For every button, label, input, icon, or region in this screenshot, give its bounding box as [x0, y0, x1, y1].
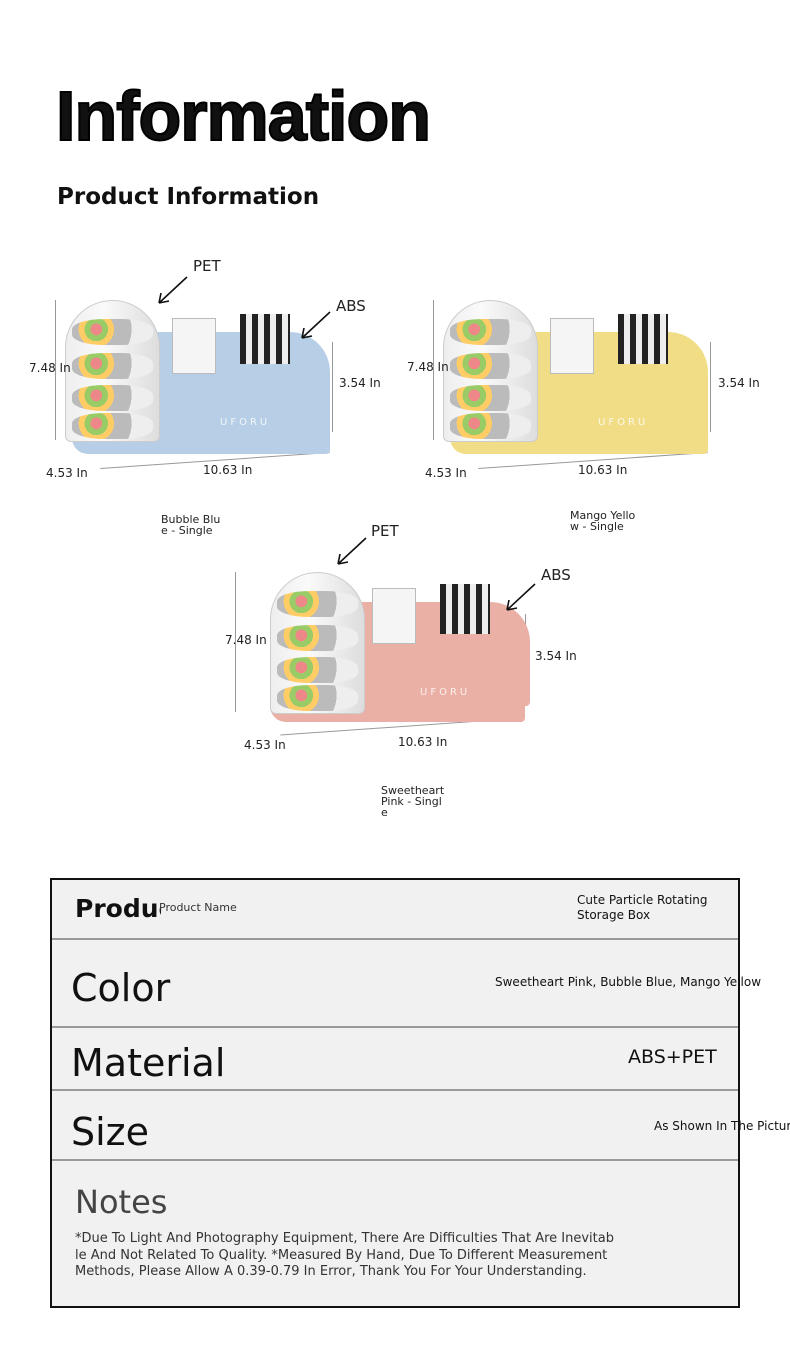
product-dome [65, 300, 160, 442]
material-label-abs: ABS [336, 297, 366, 315]
row-value: Cute Particle Rotating Storage Box [577, 893, 708, 922]
table-row-size: Size As Shown In The Picture [52, 1091, 790, 1161]
row-value: *Due To Light And Photography Equipment,… [75, 1231, 614, 1279]
arrow-icon [506, 583, 536, 611]
product-dome [443, 300, 538, 442]
tray-height-label: 3.54 In [339, 376, 381, 390]
product-caption: Sweetheart Pink - Single [381, 784, 445, 819]
material-label-pet: PET [371, 522, 399, 540]
arrow-icon [301, 311, 331, 339]
product-mango-yellow: UFORU 7.48 In 3.54 In 4.53 In 10.63 In M… [398, 250, 778, 550]
depth-label: 4.53 In [46, 466, 88, 480]
row-value: ABS+PET [628, 1046, 717, 1068]
table-row-color: Color Sweetheart Pink, Bubble Blue, Mang… [52, 940, 761, 1028]
arrow-icon [158, 276, 188, 304]
table-row-material: Material ABS+PET [52, 1028, 738, 1091]
row-value: As Shown In The Picture [654, 1119, 790, 1133]
dimension-line [235, 572, 236, 712]
width-label: 10.63 In [578, 463, 628, 477]
width-label: 10.63 In [398, 735, 448, 749]
page-title: Information [55, 76, 432, 156]
product-tray: UFORU [150, 314, 330, 436]
row-label: Color [71, 966, 171, 1010]
dimension-line [710, 342, 711, 432]
product-info-table: Product Name Product Name Cute Particle … [50, 878, 790, 1308]
width-label: 10.63 In [203, 463, 253, 477]
row-label-overlay: Product Name [159, 901, 237, 914]
product-caption: Bubble Blue - Single [161, 513, 221, 537]
arrow-icon [337, 537, 367, 565]
table-row-product-name: Product Name Product Name Cute Particle … [52, 880, 738, 940]
product-caption: Mango Yellow - Single [570, 509, 636, 533]
table-row-notes: Notes *Due To Light And Photography Equi… [52, 1161, 738, 1306]
depth-label: 4.53 In [425, 466, 467, 480]
depth-label: 4.53 In [244, 738, 286, 752]
row-label: Notes [75, 1183, 168, 1221]
material-label-pet: PET [193, 257, 221, 275]
tray-height-label: 3.54 In [535, 649, 577, 663]
row-label: Product Name [75, 894, 161, 923]
dimension-line [433, 300, 434, 440]
product-tray: UFORU [528, 314, 708, 436]
section-title: Product Information [57, 184, 320, 210]
row-value: Sweetheart Pink, Bubble Blue, Mango Yell… [495, 975, 762, 989]
product-dome [270, 572, 365, 714]
row-label: Material [71, 1041, 226, 1085]
height-label: 7.48 In [407, 360, 449, 374]
height-label: 7.48 In [225, 633, 267, 647]
height-label: 7.48 In [29, 361, 71, 375]
dimension-line [55, 300, 56, 440]
row-label: Size [71, 1110, 150, 1154]
product-tray: UFORU [350, 584, 530, 706]
product-bubble-blue: UFORU PET ABS 7.48 In 3.54 In 4.53 In 10… [20, 250, 400, 550]
product-sweetheart-pink: UFORU PET ABS 7.48 In 3.54 In 4.53 In 10… [200, 522, 580, 822]
tray-height-label: 3.54 In [718, 376, 760, 390]
material-label-abs: ABS [541, 566, 571, 584]
dimension-line [332, 342, 333, 432]
